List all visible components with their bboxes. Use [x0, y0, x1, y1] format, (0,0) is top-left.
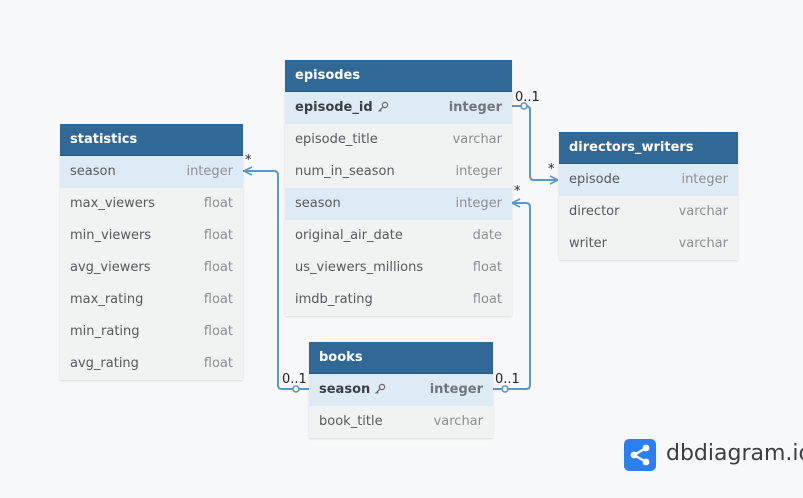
- field-type: varchar: [452, 132, 502, 147]
- field-row[interactable]: min_rating float: [60, 316, 243, 348]
- many-marker: [511, 202, 521, 208]
- table-episodes[interactable]: episodes episode_id integer episode_titl…: [285, 60, 512, 316]
- field-type: varchar: [678, 236, 728, 251]
- many-marker: [511, 198, 521, 204]
- table-books[interactable]: books season integer book_title varchar: [309, 342, 493, 438]
- field-type: float: [203, 228, 233, 243]
- table-title[interactable]: statistics: [60, 124, 243, 156]
- field-type: float: [472, 292, 502, 307]
- field-name: max_viewers: [70, 196, 155, 211]
- field-type: varchar: [433, 414, 483, 429]
- field-type: float: [203, 292, 233, 307]
- field-row[interactable]: episode_title varchar: [285, 124, 512, 156]
- table-title[interactable]: books: [309, 342, 493, 374]
- field-row[interactable]: imdb_rating float: [285, 284, 512, 316]
- field-type: integer: [448, 100, 502, 115]
- field-row[interactable]: writer varchar: [559, 228, 738, 260]
- field-type: float: [203, 356, 233, 371]
- field-type: float: [203, 260, 233, 275]
- table-title[interactable]: directors_writers: [559, 132, 738, 164]
- cardinality-label: *: [548, 162, 555, 177]
- field-row[interactable]: original_air_date date: [285, 220, 512, 252]
- table-directors-writers[interactable]: directors_writers episode integer direct…: [559, 132, 738, 260]
- field-row-primary-key[interactable]: episode_id integer: [285, 92, 512, 124]
- dbdiagram-logo-icon: [624, 439, 656, 471]
- field-type: integer: [186, 164, 233, 179]
- field-name: season: [319, 382, 371, 397]
- field-row[interactable]: min_viewers float: [60, 220, 243, 252]
- field-row[interactable]: season integer: [60, 156, 243, 188]
- field-name: avg_rating: [70, 356, 139, 371]
- field-type: varchar: [678, 204, 728, 219]
- table-title[interactable]: episodes: [285, 60, 512, 92]
- field-row[interactable]: season integer: [285, 188, 512, 220]
- field-row[interactable]: avg_rating float: [60, 348, 243, 380]
- field-name: max_rating: [70, 292, 144, 307]
- field-row[interactable]: avg_viewers float: [60, 252, 243, 284]
- key-icon: [377, 101, 388, 112]
- field-row[interactable]: us_viewers_millions float: [285, 252, 512, 284]
- field-name: director: [569, 204, 620, 219]
- field-row[interactable]: num_in_season integer: [285, 156, 512, 188]
- field-type: float: [203, 196, 233, 211]
- field-name: min_viewers: [70, 228, 152, 243]
- field-type: date: [472, 228, 502, 243]
- field-name: num_in_season: [295, 164, 395, 179]
- field-name: original_air_date: [295, 228, 403, 243]
- field-name: imdb_rating: [295, 292, 373, 307]
- field-type: float: [203, 324, 233, 339]
- field-type: integer: [429, 382, 483, 397]
- cardinality-label: 0..1: [282, 372, 307, 387]
- field-row[interactable]: director varchar: [559, 196, 738, 228]
- field-row[interactable]: max_rating float: [60, 284, 243, 316]
- dbdiagram-logo-text: dbdiagram.io: [666, 441, 803, 466]
- field-name: writer: [569, 236, 608, 251]
- key-icon: [375, 383, 386, 394]
- field-type: integer: [455, 164, 502, 179]
- field-name: episode_id: [295, 100, 373, 115]
- field-name: season: [70, 164, 116, 179]
- field-name: season: [295, 196, 341, 211]
- many-marker: [243, 170, 253, 176]
- field-row-primary-key[interactable]: season integer: [309, 374, 493, 406]
- table-statistics[interactable]: statistics season integer max_viewers fl…: [60, 124, 243, 380]
- field-type: integer: [681, 172, 728, 187]
- cardinality-label: *: [514, 184, 521, 199]
- field-name: us_viewers_millions: [295, 260, 424, 275]
- field-name: avg_viewers: [70, 260, 151, 275]
- field-row[interactable]: max_viewers float: [60, 188, 243, 220]
- field-type: integer: [455, 196, 502, 211]
- cardinality-label: *: [245, 153, 252, 168]
- many-marker: [549, 179, 559, 185]
- field-name: episode_title: [295, 132, 378, 147]
- field-name: book_title: [319, 414, 383, 429]
- field-name: min_rating: [70, 324, 140, 339]
- field-name: episode: [569, 172, 620, 187]
- field-type: float: [472, 260, 502, 275]
- field-row[interactable]: book_title varchar: [309, 406, 493, 438]
- field-row[interactable]: episode integer: [559, 164, 738, 196]
- cardinality-label: 0..1: [495, 372, 520, 387]
- cardinality-label: 0..1: [515, 90, 540, 105]
